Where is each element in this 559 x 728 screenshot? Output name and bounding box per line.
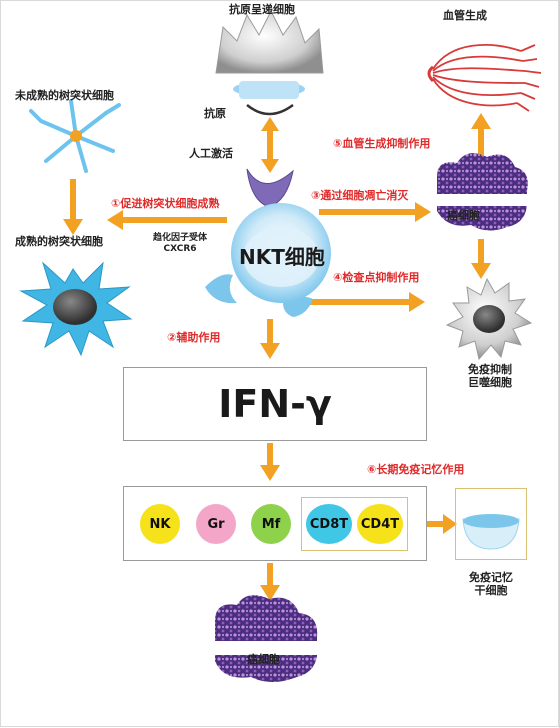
immunosuppressive-macrophage-label: 免疫抑制 巨噬细胞 [455, 363, 525, 389]
arrow-dc-mature [63, 179, 83, 235]
cancer-cell-top-label: 癌细胞 [447, 209, 480, 222]
arrow-apc-nkt [261, 117, 279, 173]
arrow-ifn-cells [260, 443, 280, 481]
memory-cell-graphic [462, 514, 520, 550]
action-1-label: ①促进树突状细胞成熟 [111, 197, 220, 210]
cell-chip-gr-label: Gr [207, 516, 225, 532]
cell-chip-gr: Gr [196, 504, 236, 544]
memory-line2: 干细胞 [474, 584, 508, 597]
arrow-cancer-macrophage [471, 239, 491, 279]
ifn-gamma-label: IFN-γ [218, 382, 332, 426]
action-5-label: ⑤血管生成抑制作用 [333, 137, 431, 150]
cell-chip-cd4t: CD4T [357, 504, 403, 544]
immunosuppressive-line1: 免疫抑制 [468, 363, 512, 376]
chemokine-receptor-line1: 趋化因子受体 [152, 233, 207, 243]
antigen-label: 抗原 [204, 107, 226, 120]
nkt-cell-label: NKT细胞 [239, 245, 325, 269]
immature-dc-label: 未成熟的树突状细胞 [15, 89, 114, 102]
immature-dc-graphic [29, 99, 121, 173]
apc-label: 抗原呈递细胞 [229, 3, 295, 16]
cell-chip-cd8t-label: CD8T [309, 516, 349, 532]
memory-line1: 免疫记忆 [469, 571, 513, 584]
nkt-cell-graphic [205, 168, 331, 317]
action-3-label: ③通过细胞凋亡消灭 [311, 189, 409, 202]
cell-chip-mf: Mf [251, 504, 291, 544]
arrow-nkt-ifn [260, 319, 280, 359]
arrow-to-macrophage [301, 292, 425, 312]
mature-dc-label: 成熟的树突状细胞 [15, 235, 103, 248]
angiogenesis-graphic [427, 44, 542, 112]
ifn-gamma-box: IFN-γ [123, 367, 427, 441]
immunosuppressive-line2: 巨噬细胞 [468, 376, 512, 389]
cell-chip-cd8t: CD8T [306, 504, 352, 544]
memory-stem-cell-label: 免疫记忆 干细胞 [455, 571, 527, 597]
cell-chip-nk-label: NK [149, 516, 171, 532]
apc-cell-graphic [215, 9, 324, 116]
memory-cell-box [455, 488, 527, 560]
cancer-cell-top-graphic [433, 153, 531, 231]
cell-chip-nk: NK [140, 504, 180, 544]
chemokine-receptor-line2: CXCR6 [163, 244, 197, 254]
arrow-to-cancer [319, 202, 431, 222]
macrophage-graphic [445, 277, 533, 361]
artificial-activation-label: 人工激活 [189, 147, 233, 160]
cancer-cell-bottom-label: 癌细胞 [247, 653, 280, 666]
action-6-label: ⑥长期免疫记忆作用 [367, 463, 465, 476]
arrow-to-angiogenesis [471, 113, 491, 159]
action-4-label: ④检查点抑制作用 [333, 271, 420, 284]
arrow-to-dc [107, 210, 227, 230]
arrow-cells-cancer [260, 563, 280, 601]
chemokine-receptor-label: 趋化因子受体 CXCR6 [145, 233, 215, 255]
action-2-label: ②辅助作用 [167, 331, 221, 344]
cell-chip-mf-label: Mf [261, 516, 281, 532]
cancer-cell-bottom-graphic [211, 595, 323, 682]
cell-chip-cd4t-label: CD4T [360, 516, 400, 532]
angiogenesis-label: 血管生成 [443, 9, 487, 22]
t-cell-group-box [301, 497, 408, 551]
mature-dc-graphic [19, 261, 133, 357]
arrows [63, 113, 491, 601]
